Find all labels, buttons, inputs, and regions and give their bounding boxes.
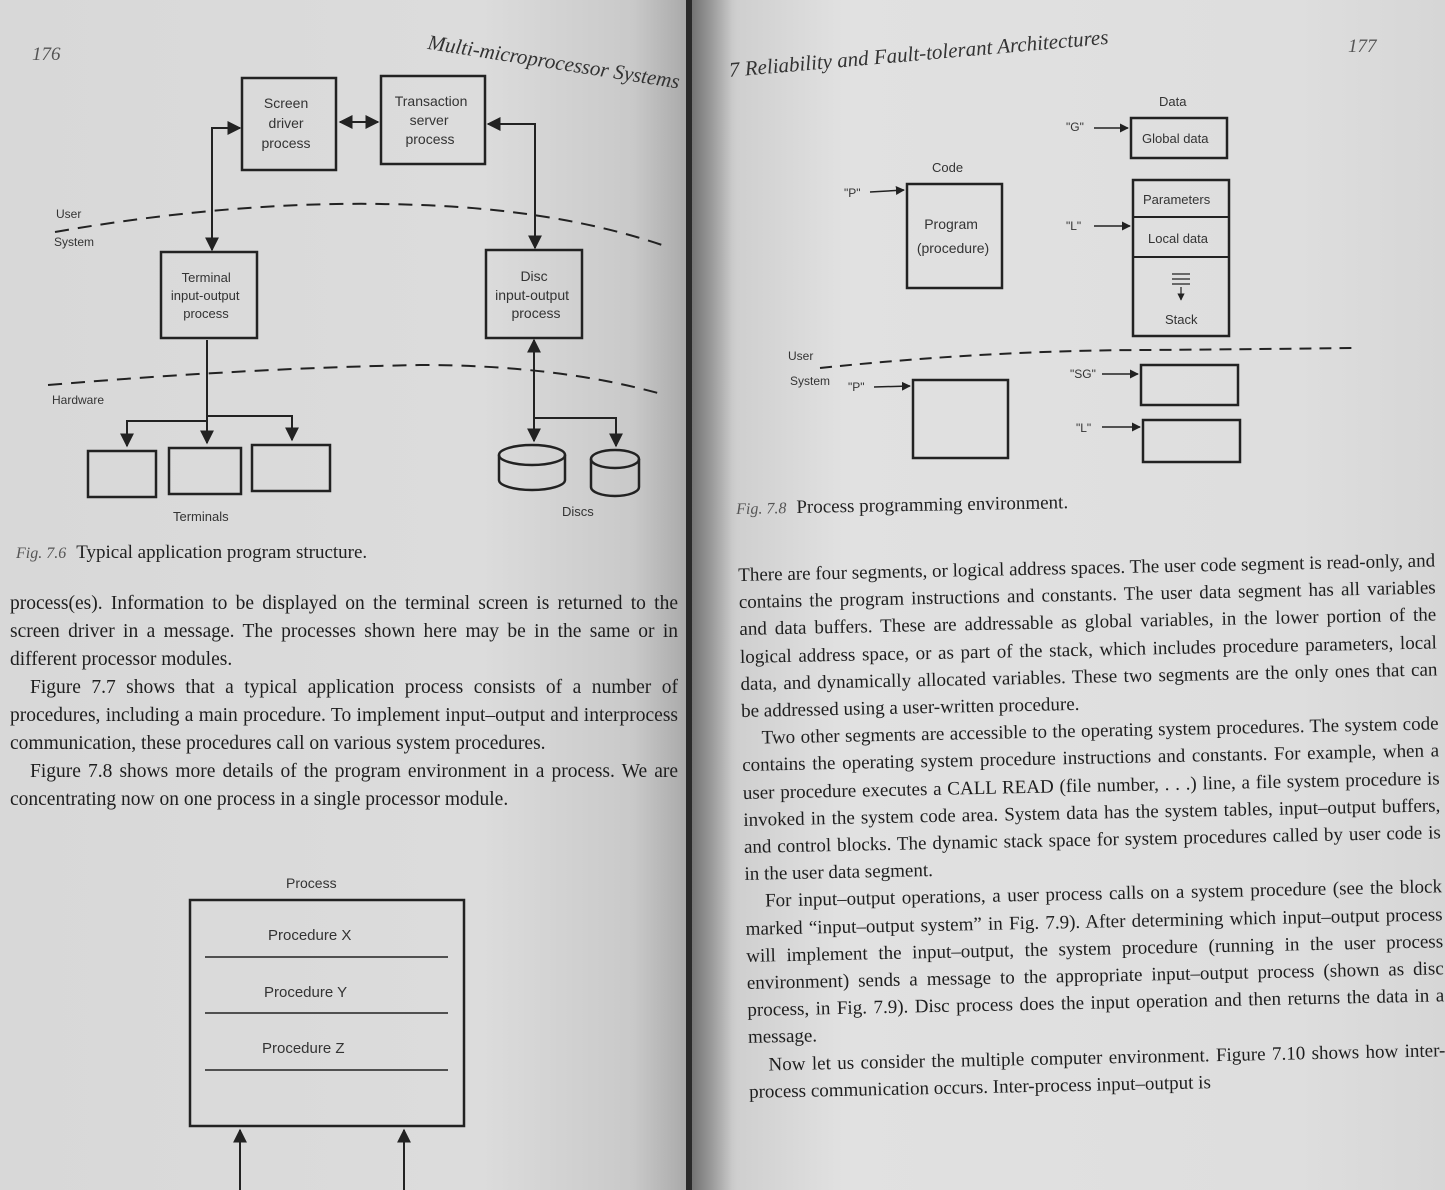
- paragraph: Figure 7.7 shows that a typical applicat…: [10, 677, 678, 754]
- arrow-transaction-disc: [486, 117, 542, 250]
- system-label: System: [790, 374, 830, 388]
- terminal-branch-left: [120, 420, 207, 448]
- figure-7-8-caption: Fig. 7.8 Process programming environment.: [736, 492, 1068, 520]
- page-number: 177: [1348, 36, 1377, 57]
- procedure-x: Procedure X: [268, 927, 351, 944]
- terminal-io-line1: Terminal: [182, 270, 231, 285]
- paragraph: Two other segments are accessible to the…: [742, 713, 1442, 886]
- svg-text:Terminal input-output: Terminal input-output process: [171, 270, 243, 321]
- disc-io-line2: input-output: [495, 287, 569, 303]
- caption-number: Fig. 7.6: [16, 545, 67, 562]
- user-label: User: [788, 349, 813, 363]
- caption-number: Fig. 7.8: [736, 500, 787, 518]
- system-global-box: [1139, 363, 1240, 407]
- terminal-branch-right: [207, 415, 299, 442]
- terminal-2: [167, 446, 243, 496]
- book-gutter: [686, 0, 694, 1190]
- paragraph: For input–output operations, a user proc…: [745, 876, 1445, 1049]
- global-data-label: Global data: [1142, 131, 1209, 146]
- svg-text:Program (procedure): Program (procedure): [917, 216, 989, 256]
- sg-pointer: "SG": [1070, 367, 1096, 381]
- program-line1: Program: [924, 216, 978, 232]
- disc-io-line1: Disc: [520, 268, 547, 284]
- transaction-server-line3: process: [405, 131, 454, 147]
- svg-text:Transaction server: Transaction server process: [395, 93, 472, 147]
- p-pointer: "P": [844, 186, 861, 200]
- figure-7-8-diagram: Data "G" Global data Code "P" Program (p…: [788, 94, 1353, 464]
- disc-io-box: [484, 248, 584, 340]
- figure-7-7-diagram: Process Procedure X Procedure Y Procedur…: [188, 875, 466, 1190]
- figure-7-6-caption: Fig. 7.6 Typical application program stru…: [16, 542, 367, 564]
- terminal-3: [250, 443, 332, 493]
- screen-driver-line2: driver: [269, 115, 304, 131]
- stack-label: Stack: [1165, 312, 1198, 327]
- discs-label: Discs: [562, 504, 594, 519]
- svg-text:Screen driver: Screen driver process: [261, 95, 312, 151]
- transaction-server-line1: Transaction: [395, 93, 468, 109]
- user-system-boundary: [54, 202, 666, 247]
- caption-text: Process programming environment.: [796, 492, 1069, 518]
- paragraph: process(es). Information to be displayed…: [10, 593, 678, 670]
- transaction-server-box: [379, 74, 487, 166]
- user-label: User: [56, 207, 81, 221]
- terminal-io-line3: process: [183, 306, 229, 321]
- terminals-label: Terminals: [173, 509, 229, 524]
- page-number: 176: [32, 44, 61, 65]
- figure-7-6-diagram: Screen driver process Transaction server…: [47, 74, 666, 524]
- right-page: 7 Reliability and Fault-tolerant Archite…: [692, 0, 1445, 1190]
- stack-growth-icon: [1172, 273, 1190, 301]
- process-title: Process: [286, 875, 337, 891]
- caption-text: Typical application program structure.: [76, 542, 368, 563]
- hardware-label: Hardware: [52, 393, 104, 407]
- system-hardware-boundary: [47, 363, 666, 396]
- p-arrow: [869, 185, 905, 195]
- arrow-screen-terminal: [205, 121, 242, 252]
- code-label: Code: [932, 160, 963, 175]
- left-page: 176 Multi-microprocessor Systems Screen …: [0, 0, 688, 1190]
- system-p-pointer: "P": [848, 380, 865, 394]
- disc-io-line3: process: [511, 305, 560, 321]
- screen-driver-line1: Screen: [264, 95, 308, 111]
- right-body-text: There are four segments, or logical addr…: [738, 547, 1445, 1106]
- process-box: [188, 898, 466, 1128]
- parameters-label: Parameters: [1143, 192, 1211, 207]
- system-local-box: [1141, 418, 1242, 464]
- system-label: System: [54, 235, 94, 249]
- user-system-boundary: [819, 347, 1353, 369]
- disc-2: [589, 448, 641, 498]
- program-line2: (procedure): [917, 240, 989, 256]
- procedure-y: Procedure Y: [264, 984, 347, 1001]
- l-pointer: "L": [1066, 219, 1081, 233]
- screen-driver-box: [240, 76, 338, 172]
- transaction-server-line2: server: [410, 112, 449, 128]
- screen-driver-line3: process: [261, 135, 310, 151]
- left-body-text: process(es). Information to be displayed…: [10, 590, 678, 814]
- global-data-box: [1129, 116, 1229, 160]
- terminal-io-box: [159, 250, 259, 340]
- disc-1: [497, 443, 567, 492]
- program-box: [905, 182, 1004, 290]
- data-label: Data: [1159, 94, 1187, 109]
- system-code-box: [911, 378, 1010, 460]
- terminal-io-line2: input-output: [171, 288, 240, 303]
- system-p-arrow: [873, 381, 911, 391]
- system-l-pointer: "L": [1076, 421, 1091, 435]
- g-pointer: "G": [1066, 120, 1084, 134]
- procedure-z: Procedure Z: [262, 1040, 345, 1057]
- svg-text:Disc input-output: Disc input-output process: [495, 268, 573, 321]
- disc-branch: [534, 417, 623, 448]
- local-data-label: Local data: [1148, 231, 1209, 246]
- terminal-1: [86, 449, 158, 499]
- paragraph: Figure 7.8 shows more details of the pro…: [10, 761, 678, 810]
- paragraph: There are four segments, or logical addr…: [738, 550, 1438, 722]
